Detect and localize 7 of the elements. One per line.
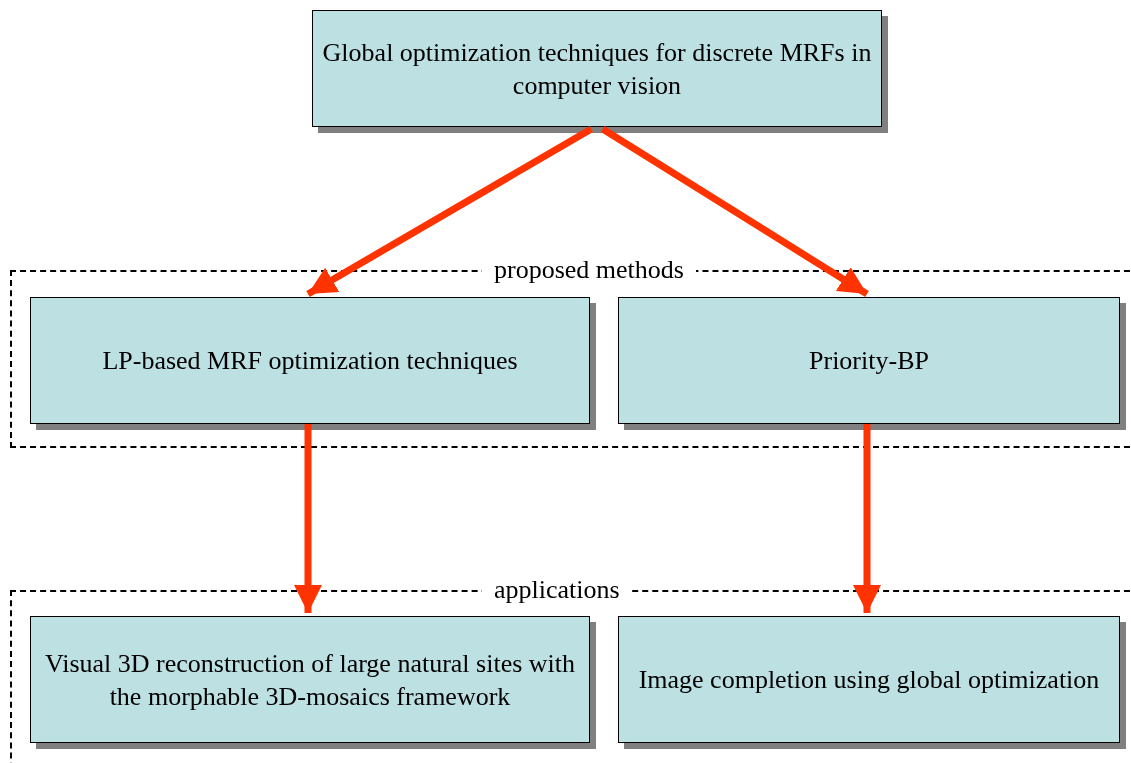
arrow bbox=[600, 126, 869, 297]
box-text: Global optimization techniques for discrete MRFs in computer vision bbox=[321, 36, 873, 102]
box-text: Image completion using global optimization bbox=[638, 664, 1100, 696]
box-text: Priority-BP bbox=[809, 345, 929, 377]
box-text: Visual 3D reconstruction of large natural sites with the morphable 3D-mosaics framework bbox=[43, 647, 577, 713]
box-text: LP-based MRF optimization techniques bbox=[102, 345, 518, 377]
arrow bbox=[306, 125, 594, 298]
